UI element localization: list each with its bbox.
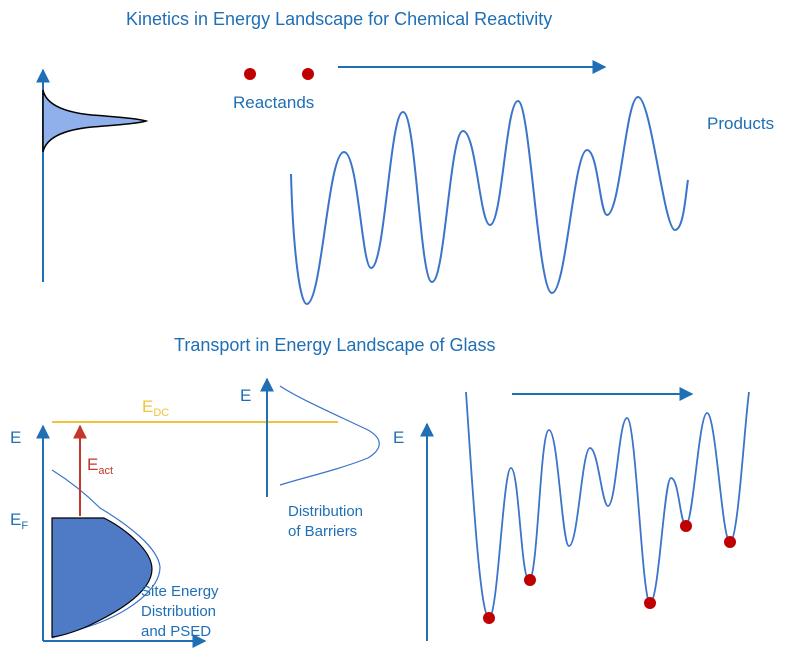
site-energy-label-line2: Distribution [141,603,216,620]
left-e-axis-label: E [10,428,21,447]
psed-filled-region [51,517,153,638]
barrier-distribution-curve [279,385,380,486]
glass-energy-landscape-curve [465,391,750,619]
ef-label: EF [10,510,28,532]
ion-site-dot-3 [644,597,656,609]
ion-site-dot-4 [680,520,692,532]
ion-site-dot-5 [724,536,736,548]
reactant-dot-1 [244,68,256,80]
reactants-label: Reactands [233,93,314,112]
barriers-label-line1: Distribution [288,503,363,520]
edc-label: EDC [142,397,169,419]
ion-site-dot-2 [524,574,536,586]
site-energy-label-line3: and PSED [141,623,211,640]
products-label: Products [707,114,774,133]
top-energy-distribution [42,89,149,153]
site-energy-label-line1: Site Energy [141,583,219,600]
barrier-e-axis-label: E [240,386,251,405]
reactant-dot-2 [302,68,314,80]
eact-label: Eact [87,455,113,477]
top-energy-landscape-curve [290,95,689,305]
landscape-e-axis-label: E [393,428,404,447]
ion-site-dot-1 [483,612,495,624]
barriers-label-line2: of Barriers [288,523,357,540]
bottom-title: Transport in Energy Landscape of Glass [174,335,496,355]
top-title: Kinetics in Energy Landscape for Chemica… [126,9,552,29]
